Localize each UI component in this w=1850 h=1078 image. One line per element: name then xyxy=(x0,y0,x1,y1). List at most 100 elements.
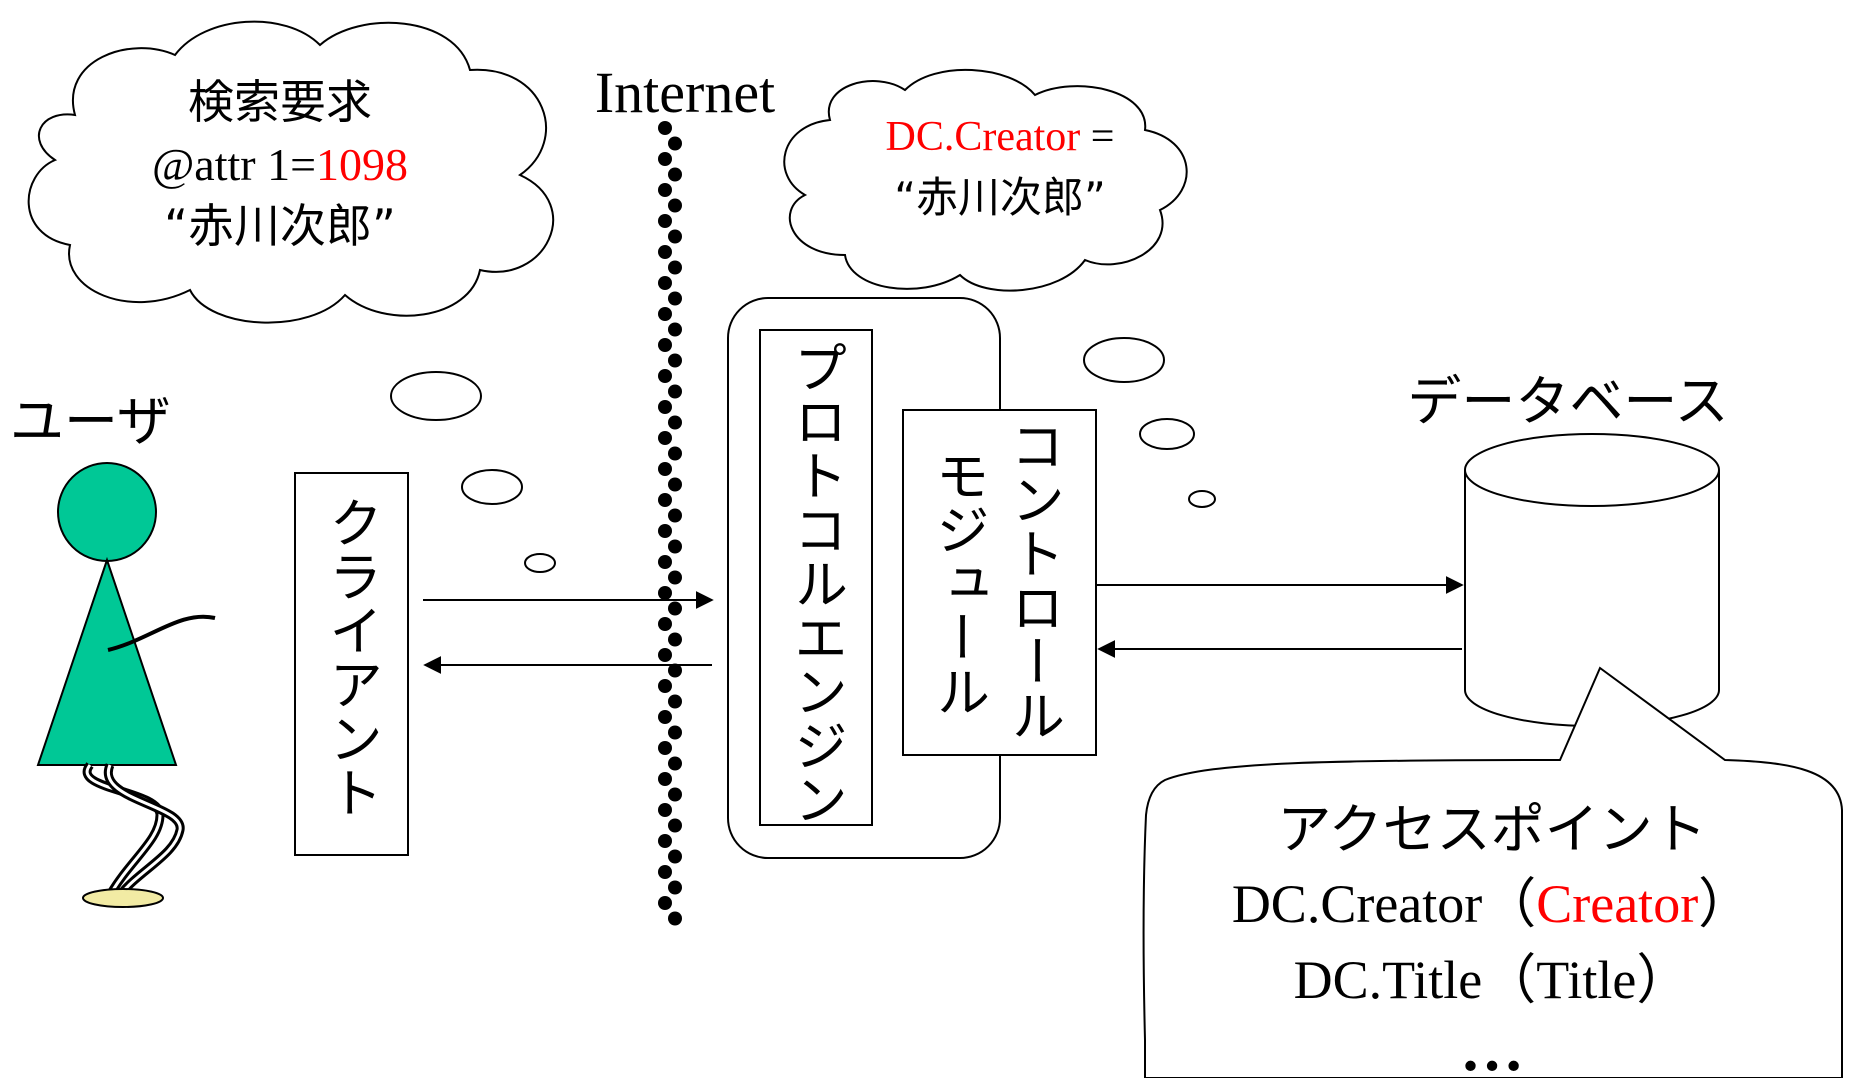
thought-bubble xyxy=(1083,337,1165,383)
boundary-dot xyxy=(658,524,672,538)
boundary-dot xyxy=(668,818,682,833)
boundary-dot xyxy=(668,260,682,275)
boundary-dot xyxy=(658,152,672,166)
boundary-dot xyxy=(668,880,682,895)
access-points-bubble: アクセスポイント DC.Creator（Creator） DC.Title（Ti… xyxy=(1142,666,1843,1078)
boundary-dot xyxy=(658,431,672,445)
boundary-dot xyxy=(668,570,682,585)
access-point-row-title: DC.Title（Title） xyxy=(1294,950,1691,1010)
client-label: クライアント xyxy=(320,495,383,819)
boundary-dot xyxy=(668,539,682,554)
user-label: ユーザ xyxy=(10,390,171,453)
boundary-dot xyxy=(668,756,682,771)
cloud-right-line1: DC.Creator = xyxy=(886,114,1115,160)
boundary-dot xyxy=(658,338,672,352)
boundary-dot xyxy=(668,167,682,182)
bubble-shape xyxy=(1142,666,1843,1078)
boundary-dot xyxy=(658,121,672,135)
boundary-dot xyxy=(668,663,682,678)
boundary-dot xyxy=(658,865,672,879)
boundary-dot xyxy=(658,307,672,321)
boundary-dot xyxy=(668,322,682,337)
cloud-left-line2: @attr 1=1098 xyxy=(152,139,408,190)
boundary-dot xyxy=(658,462,672,476)
thought-bubble xyxy=(1139,418,1195,450)
boundary-dot xyxy=(658,772,672,786)
boundary-dot xyxy=(668,415,682,430)
boundary-dot xyxy=(668,849,682,864)
thought-bubbles-left xyxy=(390,371,556,573)
cylinder-top xyxy=(1464,433,1720,507)
client-box-frame xyxy=(294,472,409,856)
boundary-dot xyxy=(658,245,672,259)
cloud-right-line2: “赤川次郎” xyxy=(894,173,1106,222)
server-group: プロトコルエンジン コントロール モジュール xyxy=(727,297,1097,859)
thought-bubble xyxy=(1188,490,1216,508)
boundary-dot xyxy=(668,601,682,616)
user-body xyxy=(36,556,178,766)
boundary-dot xyxy=(658,648,672,662)
protocol-engine-box xyxy=(759,329,873,826)
boundary-dot xyxy=(658,400,672,414)
access-point-value: Creator xyxy=(1536,874,1698,934)
boundary-dot xyxy=(658,493,672,507)
boundary-dot xyxy=(668,198,682,213)
database-cylinder xyxy=(1464,433,1720,727)
control-module-line1: コントロール xyxy=(1002,418,1065,742)
boundary-dot xyxy=(658,369,672,383)
user-leg xyxy=(85,764,162,896)
boundary-dot xyxy=(668,632,682,647)
access-point-row-creator: DC.Creator（Creator） xyxy=(1232,872,1752,935)
attr-value: 1098 xyxy=(316,139,408,190)
boundary-dot xyxy=(668,477,682,492)
search-request-cloud: 検索要求 @attr 1=1098 “赤川次郎” xyxy=(27,20,555,324)
protocol-engine-label: プロトコルエンジン xyxy=(785,340,848,826)
boundary-dot xyxy=(668,353,682,368)
access-points-title: アクセスポイント xyxy=(1277,798,1706,861)
boundary-dot xyxy=(668,911,682,926)
boundary-dot xyxy=(658,183,672,197)
attr-prefix: @attr 1= xyxy=(152,139,316,190)
equals-sign: = xyxy=(1080,114,1114,160)
thought-bubble xyxy=(461,469,523,505)
dc-creator-label: DC.Creator xyxy=(886,114,1081,160)
boundary-dot xyxy=(668,725,682,740)
boundary-dot xyxy=(658,617,672,631)
boundary-dot xyxy=(658,710,672,724)
control-module-line2: モジュール xyxy=(927,448,990,718)
access-point-name: DC.Creator xyxy=(1232,874,1482,934)
control-module-box xyxy=(902,409,1097,756)
boundary-dot xyxy=(658,214,672,228)
user-figure xyxy=(36,462,216,908)
boundary-dot xyxy=(668,446,682,461)
cloud-left-line1: 検索要求 xyxy=(188,75,372,129)
paren-close: ） xyxy=(1698,872,1752,935)
cloud-left-line3: “赤川次郎” xyxy=(164,199,396,253)
boundary-dot xyxy=(658,555,672,569)
boundary-dot xyxy=(658,834,672,848)
boundary-dot xyxy=(668,694,682,709)
boundary-dot xyxy=(668,508,682,523)
user-leg xyxy=(106,764,182,896)
boundary-dot xyxy=(658,276,672,290)
boundary-dot xyxy=(658,896,672,910)
internet-boundary xyxy=(658,121,682,926)
mapping-cloud: DC.Creator = “赤川次郎” xyxy=(783,68,1188,292)
cloud-shape xyxy=(783,68,1188,292)
database-label: データベース xyxy=(1407,370,1728,433)
user-head xyxy=(57,462,157,562)
boundary-dot xyxy=(668,384,682,399)
boundary-dot xyxy=(668,291,682,306)
boundary-dot xyxy=(668,136,682,151)
boundary-dot xyxy=(658,586,672,600)
client-box: クライアント xyxy=(294,472,409,856)
user-foot xyxy=(82,888,164,908)
internet-label: Internet xyxy=(595,60,775,125)
boundary-dot xyxy=(668,229,682,244)
thought-bubble xyxy=(390,371,482,421)
user-arm xyxy=(107,614,216,652)
thought-bubble xyxy=(524,553,556,573)
paren-open: （ xyxy=(1482,872,1536,935)
boundary-dot xyxy=(658,803,672,817)
